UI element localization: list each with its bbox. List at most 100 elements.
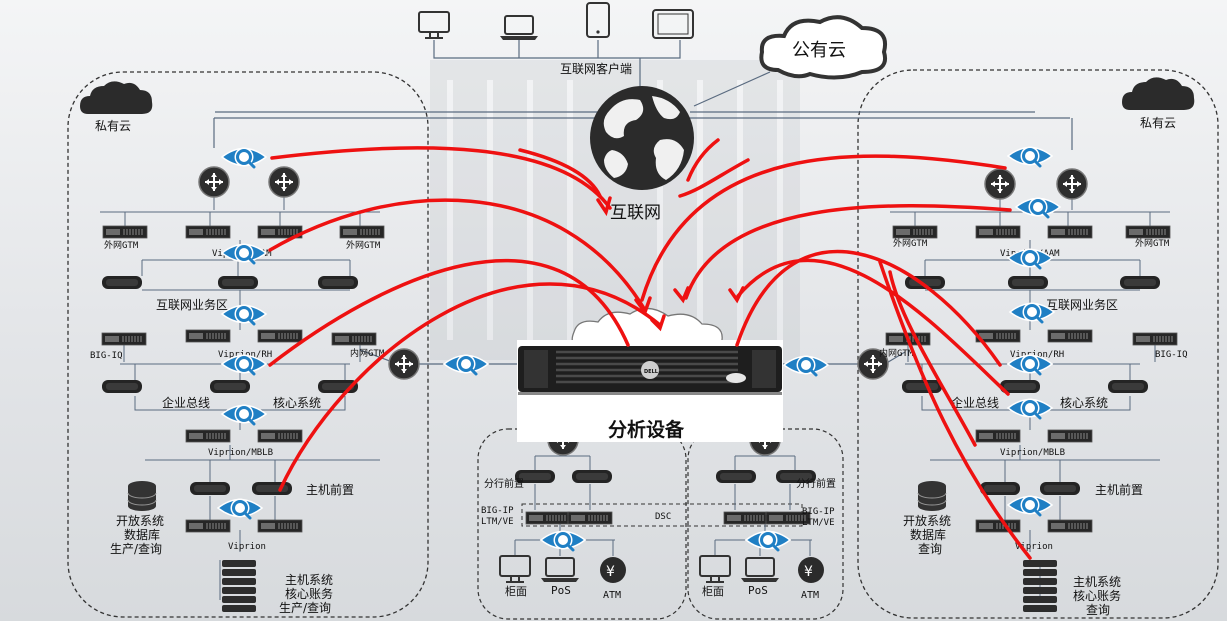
tablet-icon: [652, 9, 694, 39]
left-switch-icon: [102, 380, 358, 393]
analyzer-appliance: [517, 340, 783, 442]
flow-line: [518, 148, 602, 198]
left-router-icon: [268, 166, 300, 198]
right-private-cloud-icon: [1122, 77, 1195, 110]
analyzer-badge: DELL: [644, 369, 659, 375]
arrowhead: [650, 314, 666, 332]
monitor-eye-icon: [220, 303, 268, 326]
right-router-icon: [1056, 168, 1088, 200]
phone-icon: [586, 2, 610, 38]
right-viprion-rh-label: Viprion/RH: [1010, 350, 1064, 360]
right-private-cloud-boundary: [857, 69, 1219, 619]
right-server-icon: [975, 519, 1093, 533]
branch-left-bigip-label: BIG-IP: [481, 506, 514, 516]
arrowhead: [673, 286, 690, 304]
monitor-eye-icon: [220, 403, 268, 426]
left-server-icon: [185, 519, 303, 533]
right-outer-gtm-label: 外网GTM: [893, 237, 928, 249]
internet-globe-icon: [590, 86, 694, 190]
right-viprion-label: Viprion: [1015, 542, 1053, 552]
left-server-icon: [185, 429, 303, 443]
right-host-frontend-label: 主机前置: [1095, 482, 1143, 497]
laptop-icon: [499, 15, 539, 41]
left-open-system-line3: 生产/查询: [110, 542, 162, 556]
monitor-eye-icon: [1014, 196, 1062, 219]
right-server-icon: [885, 329, 1178, 346]
left-outer-gtm-label: 外网GTM: [104, 239, 139, 251]
pos-terminal-icon: [540, 557, 780, 583]
left-gtm-server-icon: [185, 225, 231, 239]
traffic-flows: [268, 138, 1032, 560]
left-side-router-icon: [388, 348, 420, 380]
left-router-icon: [198, 166, 230, 198]
flow-line: [268, 258, 630, 367]
monitor-eye-icon: [539, 529, 587, 552]
right-database-icon: [917, 480, 947, 512]
left-host-system-line3: 生产/查询: [279, 601, 331, 615]
public-cloud-label: 公有云: [792, 40, 846, 61]
right-switch-icon: [905, 276, 1160, 289]
flow-line: [888, 270, 977, 447]
right-enterprise-bus-label: 企业总线: [951, 395, 999, 410]
flow-line: [878, 260, 1032, 560]
right-host-system-line1: 主机系统: [1073, 575, 1121, 589]
right-gtm-server-icon: [892, 225, 1171, 239]
left-viprion-mblb-label: Viprion/MBLB: [208, 448, 273, 458]
branch-right-pos-label: PoS: [748, 584, 768, 597]
left-inner-gtm-label: 内网GTM: [350, 347, 385, 359]
left-bigiq-label: BIG-IQ: [90, 351, 123, 361]
right-host-system-line2: 核心账务: [1073, 588, 1121, 603]
left-host-frontend-label: 主机前置: [306, 482, 354, 497]
left-host-system-line1: 主机系统: [285, 573, 333, 587]
monitor-eye-icon: [1006, 145, 1054, 168]
flow-line: [678, 158, 750, 198]
right-open-system-line3: 查询: [918, 542, 942, 556]
left-enterprise-bus-label: 企业总线: [162, 395, 210, 410]
branch-right-counter-label: 柜面: [702, 585, 724, 598]
left-open-system-line1: 开放系统: [116, 513, 164, 528]
dsc-label: DSC: [655, 512, 671, 522]
branch-left-counter-label: 柜面: [505, 585, 527, 598]
flow-line: [736, 258, 1010, 396]
flow-line: [268, 198, 647, 312]
left-viprion-label: Viprion: [228, 542, 266, 552]
left-switch-icon: [190, 482, 292, 495]
monitor-eye-icon: [216, 497, 264, 520]
branch-right-front-label: 分行前置: [796, 477, 836, 490]
atm-symbol-right: ¥: [804, 564, 813, 580]
branch-right-atm-label: ATM: [801, 590, 819, 601]
right-server-icon: [975, 429, 1093, 443]
left-private-cloud-icon: [80, 81, 153, 114]
atm-symbol-left: ¥: [606, 564, 615, 580]
left-internet-zone-label: 互联网业务区: [156, 297, 228, 312]
monitor-eye-icon: [1006, 397, 1054, 420]
right-host-system-line3: 查询: [1086, 603, 1110, 617]
monitor-eye-icon: [1006, 494, 1054, 517]
left-database-icon: [127, 480, 157, 512]
atm-icon: [600, 557, 824, 583]
flow-line: [270, 146, 612, 210]
left-open-system-line2: 数据库: [124, 527, 160, 542]
flow-line: [684, 204, 1012, 300]
desktop-icon: [418, 11, 450, 39]
monitor-eye-icon: [220, 146, 268, 169]
right-switch-icon: [980, 482, 1080, 495]
branch-switch-icon: [515, 470, 816, 483]
branch-left-atm-label: ATM: [603, 590, 621, 601]
flow-line: [278, 282, 662, 492]
right-open-system-line1: 开放系统: [903, 513, 951, 528]
analyzer-label: 分析设备: [608, 418, 685, 441]
left-outer-gtm-label-2: 外网GTM: [346, 239, 381, 251]
arrowhead: [728, 286, 745, 304]
right-open-system-line2: 数据库: [910, 527, 946, 542]
right-internet-zone-label: 互联网业务区: [1046, 297, 1118, 312]
internet-label: 互联网: [610, 203, 661, 223]
arrowhead: [634, 296, 652, 316]
public-cloud-icon: [759, 15, 887, 80]
right-router-icon: [984, 168, 1016, 200]
arrowhead: [596, 196, 612, 217]
right-inner-gtm-label: 内网GTM: [879, 347, 914, 359]
left-host-rack-icon: [222, 560, 256, 612]
